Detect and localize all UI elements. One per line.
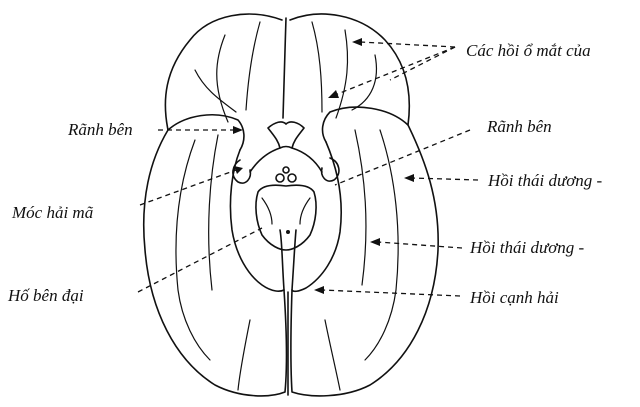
optic-tract-left	[250, 148, 280, 172]
arrow-parahippocampal	[314, 286, 324, 294]
optic-tract-right	[292, 148, 322, 172]
frontal-sulcus-left-2	[217, 35, 228, 122]
frontal-sulcus-right-3	[352, 55, 376, 110]
tuber-cinereum	[283, 167, 289, 173]
left-occipital-sulcus	[238, 320, 250, 390]
label-temporal-gyrus-1: Hồi thái dương -	[488, 172, 602, 189]
frontal-sulcus-right-2	[336, 30, 348, 118]
label-uncus: Móc hải mã	[12, 204, 93, 221]
label-temporal-gyrus-2: Hồi thái dương -	[470, 239, 584, 256]
arrow-temporal-2	[370, 238, 380, 246]
left-temporal-sulcus-2	[209, 135, 218, 290]
label-lateral-sulcus-right: Rãnh bên	[487, 118, 552, 135]
uncus-left	[233, 160, 250, 183]
longitudinal-fissure-front	[283, 18, 286, 118]
frontal-sulcus-right-1	[312, 22, 322, 112]
right-temporal-sulcus-1	[365, 130, 398, 360]
label-parahippocampal-gyrus: Hồi cạnh hải	[470, 289, 559, 306]
midbrain	[256, 185, 316, 250]
leader-parahippocampal	[322, 290, 460, 296]
label-orbital-gyri: Các hồi ổ mắt của	[466, 42, 591, 59]
right-temporal-pole	[323, 107, 408, 142]
leader-orbital-3	[390, 47, 455, 80]
arrow-orbital-2	[328, 90, 339, 98]
leader-temporal-1	[412, 178, 478, 180]
arrow-temporal-1	[404, 174, 414, 182]
leader-lateral-right	[335, 130, 470, 185]
midbrain-left-crus	[262, 198, 272, 224]
aqueduct-dot	[286, 230, 290, 234]
label-cerebral-fossa: Hố bên đại	[8, 287, 84, 304]
right-hemisphere-outline	[290, 14, 438, 396]
label-lateral-sulcus-left: Rãnh bên	[68, 121, 133, 138]
right-occipital-sulcus	[325, 320, 340, 390]
mammillary-body-right	[288, 174, 296, 182]
optic-chiasm	[268, 122, 304, 148]
frontal-sulcus-left-3	[195, 70, 236, 112]
left-temporal-sulcus-1	[176, 140, 210, 360]
arrow-orbital-1	[352, 38, 362, 46]
leader-temporal-2	[378, 242, 462, 248]
leader-uncus	[140, 170, 236, 205]
frontal-sulcus-left-1	[246, 22, 260, 110]
left-hemisphere-outline	[144, 14, 287, 396]
leader-orbital-1	[360, 42, 455, 47]
left-temporal-pole	[168, 115, 244, 150]
midbrain-right-crus	[300, 198, 310, 224]
right-temporal-sulcus-2	[355, 130, 366, 285]
leader-fossa	[138, 228, 262, 292]
mammillary-body-left	[276, 174, 284, 182]
